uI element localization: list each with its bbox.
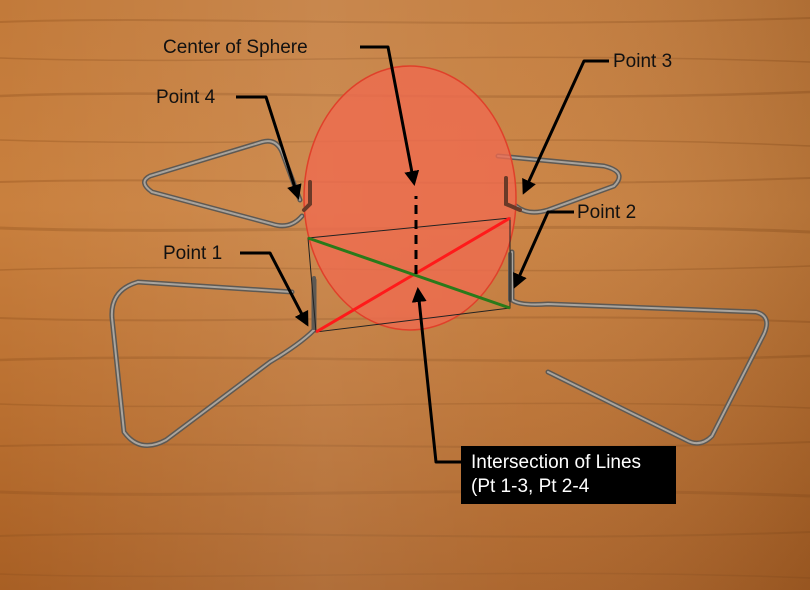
point-2-label: Point 2 <box>577 202 637 223</box>
post-point-4 <box>302 180 312 212</box>
line-point2-to-point4 <box>307 236 511 310</box>
arrow-point-3 <box>522 59 609 195</box>
wire-clips-front <box>109 249 770 448</box>
intersection-label-box: Intersection of Lines (Pt 1-3, Pt 2-4 <box>461 446 676 504</box>
point-1-label: Point 1 <box>163 243 223 264</box>
sphere <box>303 65 517 331</box>
arrow-point-1 <box>240 251 309 327</box>
callout-arrows <box>236 45 609 464</box>
intersection-label-line-1: Intersection of Lines <box>471 452 642 473</box>
arrow-intersection <box>411 287 462 464</box>
intersection-label-line-2: (Pt 1-3, Pt 2-4 <box>471 476 590 497</box>
center-of-sphere-label: Center of Sphere <box>163 37 308 58</box>
wire-clips-back <box>142 138 622 229</box>
arrow-point-4 <box>236 95 302 200</box>
arrow-center-of-sphere <box>360 45 420 186</box>
post-point-3 <box>504 176 522 212</box>
point-3-label: Point 3 <box>613 51 673 72</box>
arrow-point-2 <box>513 210 574 289</box>
point-4-label: Point 4 <box>156 87 216 108</box>
